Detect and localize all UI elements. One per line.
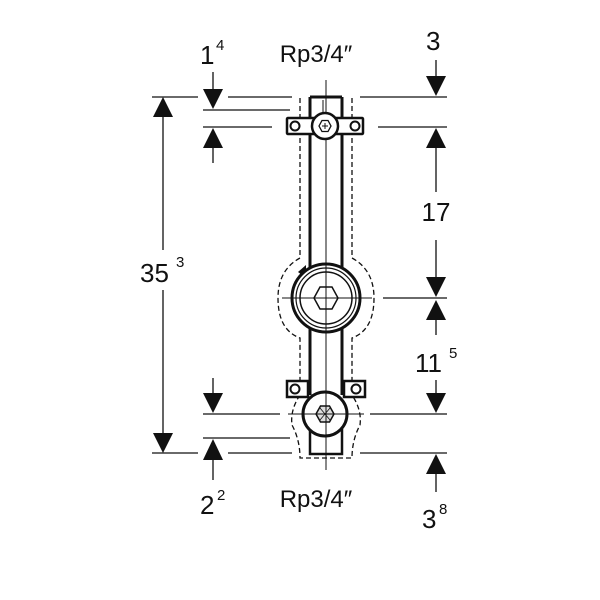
dim-lower-span-label: 11 5 xyxy=(415,345,457,378)
top-bracket xyxy=(285,111,365,141)
screw-hole-icon xyxy=(289,120,301,132)
arrow-down-icon xyxy=(426,393,446,413)
bottom-connection-label: Rp3/4″ xyxy=(280,486,353,513)
dim-bottom-right-sup: 8 xyxy=(439,501,447,518)
dim-bottom-right-label: 3 8 xyxy=(422,501,447,534)
dim-bottom-left-main: 2 xyxy=(200,490,214,520)
arrowheads xyxy=(153,76,446,474)
arrow-up-icon xyxy=(153,97,173,117)
dim-top-left-main: 1 xyxy=(200,40,214,70)
arrow-down-icon xyxy=(153,433,173,453)
dim-upper-span-label: 17 xyxy=(422,197,451,227)
dim-top-right-label: 3 xyxy=(426,26,440,56)
dim-bottom-left-label: 2 2 xyxy=(200,487,225,520)
dim-top-left-sup: 4 xyxy=(216,37,224,54)
arrow-up-icon xyxy=(426,300,446,320)
arrow-down-icon xyxy=(203,89,223,109)
screw-hole-icon xyxy=(350,383,362,395)
arrow-up-icon xyxy=(203,439,223,460)
screw-hole-icon xyxy=(349,120,361,132)
dim-top-left-label: 1 4 xyxy=(200,37,224,70)
dim-upper-span-main: 17 xyxy=(422,197,451,227)
arrow-down-icon xyxy=(203,393,223,413)
screw-hole-icon xyxy=(289,383,301,395)
dim-total-main: 35 xyxy=(140,258,169,288)
dim-total-sup: 3 xyxy=(176,254,184,271)
dim-lower-span-main: 11 xyxy=(415,348,442,378)
dim-top-right-main: 3 xyxy=(426,26,440,56)
middle-valve xyxy=(282,260,372,336)
dim-lower-span-sup: 5 xyxy=(449,345,457,362)
top-connection-label: Rp3/4″ xyxy=(280,41,353,68)
arrow-up-icon xyxy=(203,128,223,148)
arrow-up-icon xyxy=(426,454,446,474)
dim-total-label: 35 3 xyxy=(140,254,184,288)
arrow-down-icon xyxy=(426,277,446,297)
bottom-bracket xyxy=(285,379,367,470)
dim-bottom-right-main: 3 xyxy=(422,504,436,534)
arrow-up-icon xyxy=(426,128,446,148)
dim-bottom-left-sup: 2 xyxy=(217,487,225,504)
arrow-down-icon xyxy=(426,76,446,96)
